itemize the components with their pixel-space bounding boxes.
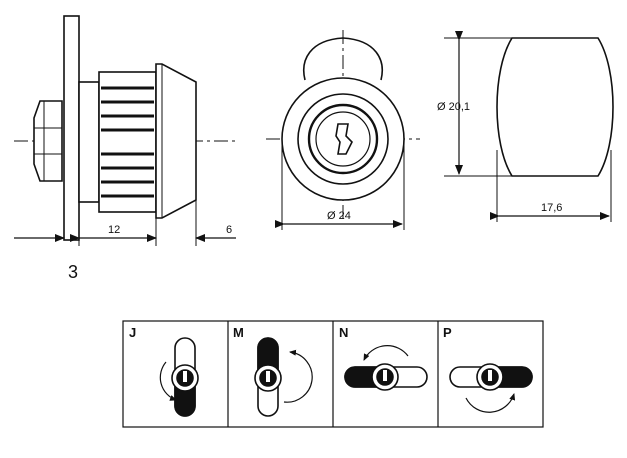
dim-body-length-label: 12: [108, 224, 120, 236]
position-letter-n: N: [339, 325, 348, 340]
dim-cam-offset-label: 6: [226, 224, 232, 236]
front-ring: [297, 93, 389, 185]
position-panel-p: [449, 363, 533, 413]
threaded-body: [98, 71, 157, 213]
mounting-flange: [63, 15, 80, 241]
dim-front-diameter-label: Ø 24: [327, 210, 351, 222]
side-view: [14, 15, 236, 246]
dim-cam-diameter-label: Ø 20,1: [437, 101, 470, 113]
position-panel-m: [254, 337, 313, 417]
position-panel-n: [344, 345, 428, 391]
cam-profile: [496, 37, 614, 177]
key-cylinder: [307, 103, 379, 175]
dim-flange-label: 3: [68, 262, 78, 282]
body-neck: [78, 81, 100, 203]
position-letter-p: P: [443, 325, 452, 340]
cam-view: [444, 31, 614, 222]
dim-cam-width-label: 17,6: [541, 202, 562, 214]
front-view: [266, 30, 420, 230]
position-letter-j: J: [129, 325, 136, 340]
hex-nut: [33, 100, 63, 182]
position-panel-j: [159, 337, 199, 417]
thread-lines: [101, 86, 154, 198]
key-slot: [335, 123, 353, 155]
position-letter-m: M: [233, 325, 244, 340]
